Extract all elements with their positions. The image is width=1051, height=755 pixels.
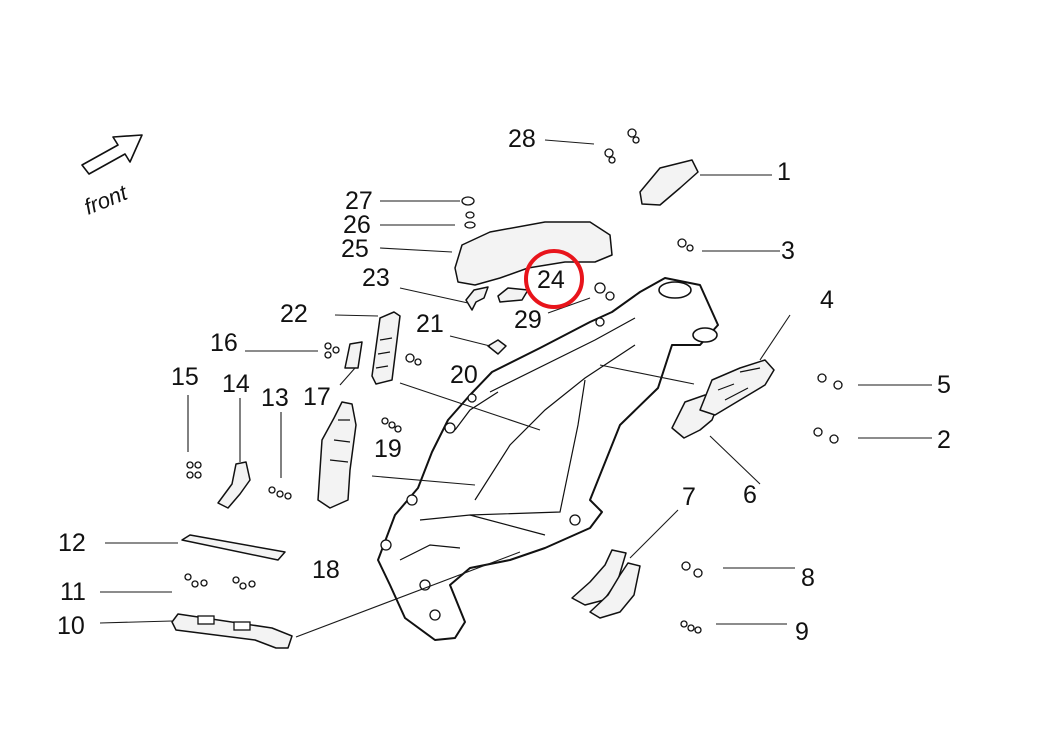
callout-19: 19 <box>374 435 402 463</box>
part-21-clip <box>487 339 507 355</box>
callout-3: 3 <box>781 237 795 265</box>
callout-1: 1 <box>777 158 791 186</box>
callout-4: 4 <box>820 286 834 314</box>
callout-26: 26 <box>343 211 371 239</box>
callout-5: 5 <box>937 371 951 399</box>
part-28-bolts <box>604 128 640 164</box>
callout-2: 2 <box>937 426 951 454</box>
callout-9: 9 <box>795 618 809 646</box>
part-20-bolts <box>405 353 422 366</box>
part-8-nuts <box>681 561 703 578</box>
part-17-bracket <box>344 341 363 369</box>
part-24-highlight-circle <box>524 249 584 309</box>
callout-8: 8 <box>801 564 815 592</box>
callout-24: 24 <box>537 266 565 294</box>
front-direction-arrow <box>81 134 143 175</box>
callout-28: 28 <box>508 125 536 153</box>
callout-numbers: 28 1 27 26 25 3 23 24 29 22 21 4 16 20 1… <box>57 125 951 646</box>
callout-17: 17 <box>303 383 331 411</box>
callout-14: 14 <box>222 370 250 398</box>
part-15-bolts <box>186 461 202 479</box>
callout-20: 20 <box>450 361 478 389</box>
main-frame <box>377 277 719 641</box>
part-3-bolt <box>677 238 694 252</box>
part-9-bolts <box>680 620 702 634</box>
callout-12: 12 <box>58 529 86 557</box>
part-27-cap <box>461 196 475 206</box>
part-26-washer <box>464 221 476 229</box>
part-1-bracket <box>639 159 699 206</box>
leader-lines <box>99 139 932 638</box>
callout-23: 23 <box>362 264 390 292</box>
part-25-top-cover <box>454 221 613 286</box>
part-10-guard <box>171 613 293 649</box>
part-18-guard <box>317 401 357 509</box>
part-22-bracket <box>371 311 401 385</box>
part-29-fasteners <box>594 282 615 301</box>
callout-6: 6 <box>743 481 757 509</box>
part-14-bracket <box>217 461 251 509</box>
part-23-clip <box>465 286 489 311</box>
callout-10: 10 <box>57 612 85 640</box>
part-12-strip <box>181 534 286 561</box>
callout-25: 25 <box>341 235 369 263</box>
part-2-nuts <box>813 427 839 444</box>
part-13-bolts <box>268 486 292 500</box>
part-24-plate <box>497 287 529 303</box>
callout-7: 7 <box>682 483 696 511</box>
part-11-bolts <box>184 573 256 590</box>
callout-16: 16 <box>210 329 238 357</box>
callout-13: 13 <box>261 384 289 412</box>
callout-27: 27 <box>345 187 373 215</box>
part-7-side-panels <box>571 549 641 619</box>
callout-29: 29 <box>514 306 542 334</box>
callout-22: 22 <box>280 300 308 328</box>
part-19-bolts <box>381 417 402 433</box>
front-label: front <box>81 180 132 220</box>
callout-18: 18 <box>312 556 340 584</box>
part-5-nuts <box>817 373 843 390</box>
callout-15: 15 <box>171 363 199 391</box>
part-16-bolts <box>324 342 340 359</box>
part-4-bracket <box>699 359 775 416</box>
callout-11: 11 <box>60 578 86 606</box>
callout-21: 21 <box>416 310 444 338</box>
